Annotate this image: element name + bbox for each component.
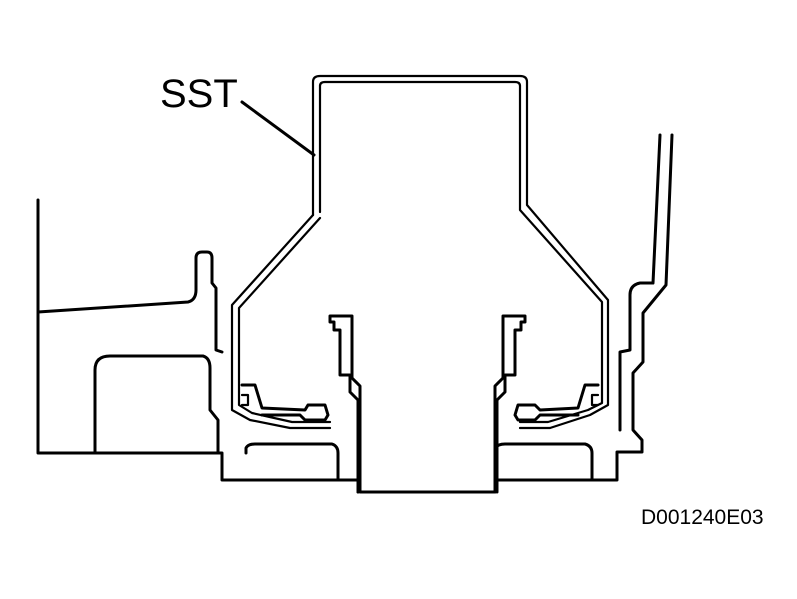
- sst-callout-label: SST: [160, 72, 238, 116]
- sst-leader-line: [240, 100, 316, 157]
- center-hub: [244, 314, 594, 494]
- figure-id-label: D001240E03: [641, 506, 764, 529]
- sst-tool: [230, 74, 610, 430]
- right-housing: [493, 133, 674, 494]
- left-housing: [36, 198, 360, 494]
